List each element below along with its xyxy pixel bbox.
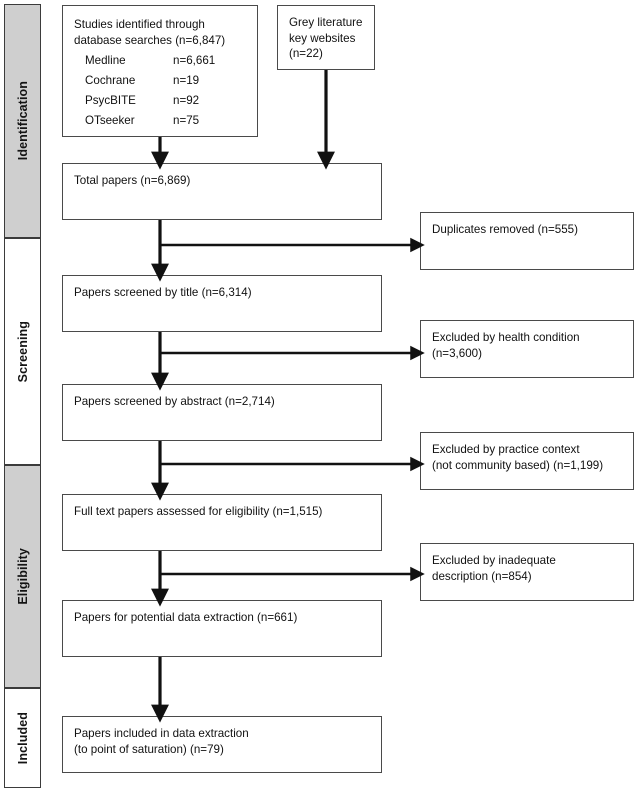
- source-name: OTseeker: [85, 114, 135, 127]
- total-papers-text: Total papers (n=6,869): [74, 174, 191, 187]
- stage-identification: Identification: [4, 4, 41, 238]
- excluded-health-condition-text: Excluded by health condition (n=3,600): [432, 331, 580, 360]
- source-count: n=92: [173, 94, 200, 107]
- box-screened-by-abstract: Papers screened by abstract (n=2,714): [62, 384, 382, 441]
- source-count: n=75: [173, 114, 200, 127]
- stage-label-identification: Identification: [15, 81, 30, 161]
- box-grey-literature: Grey literature key websites (n=22): [277, 5, 375, 70]
- excluded-practice-context-text: Excluded by practice context (not commun…: [432, 443, 604, 472]
- full-text-assessed-text: Full text papers assessed for eligibilit…: [74, 505, 323, 518]
- database-source-list: Medline n=6,661 Cochrane n=19 PsycBITE n…: [74, 51, 246, 131]
- source-count: n=6,661: [173, 54, 216, 67]
- source-count: n=19: [173, 74, 200, 87]
- excluded-inadequate-description-text: Excluded by inadequate description (n=85…: [432, 554, 556, 583]
- stage-eligibility: Eligibility: [4, 465, 41, 688]
- box-excluded-inadequate-description: Excluded by inadequate description (n=85…: [420, 543, 634, 601]
- stage-label-screening: Screening: [15, 320, 30, 383]
- source-row: PsycBITE n=92: [85, 91, 246, 111]
- source-row: Cochrane n=19: [85, 71, 246, 91]
- box-duplicates-removed: Duplicates removed (n=555): [420, 212, 634, 270]
- potential-data-extraction-text: Papers for potential data extraction (n=…: [74, 611, 298, 624]
- box-database-searches: Studies identified through database sear…: [62, 5, 258, 137]
- box-full-text-assessed: Full text papers assessed for eligibilit…: [62, 494, 382, 551]
- stage-included: Included: [4, 688, 41, 788]
- grey-literature-text: Grey literature key websites (n=22): [289, 16, 363, 60]
- source-row: OTseeker n=75: [85, 111, 246, 131]
- duplicates-removed-text: Duplicates removed (n=555): [432, 223, 578, 236]
- screened-by-abstract-text: Papers screened by abstract (n=2,714): [74, 395, 275, 408]
- stage-screening: Screening: [4, 238, 41, 465]
- box-excluded-practice-context: Excluded by practice context (not commun…: [420, 432, 634, 490]
- stage-label-included: Included: [15, 711, 30, 765]
- box-potential-data-extraction: Papers for potential data extraction (n=…: [62, 600, 382, 657]
- box-included-data-extraction: Papers included in data extraction (to p…: [62, 716, 382, 773]
- database-searches-line2: database searches (n=6,847): [74, 33, 226, 47]
- included-data-extraction-text: Papers included in data extraction (to p…: [74, 727, 249, 756]
- database-searches-line1: Studies identified through: [74, 18, 205, 31]
- source-name: Medline: [85, 54, 126, 67]
- box-total-papers: Total papers (n=6,869): [62, 163, 382, 220]
- stage-label-eligibility: Eligibility: [15, 548, 30, 605]
- box-screened-by-title: Papers screened by title (n=6,314): [62, 275, 382, 332]
- box-excluded-health-condition: Excluded by health condition (n=3,600): [420, 320, 634, 378]
- source-name: PsycBITE: [85, 94, 136, 107]
- source-name: Cochrane: [85, 74, 136, 87]
- screened-by-title-text: Papers screened by title (n=6,314): [74, 286, 252, 299]
- source-row: Medline n=6,661: [85, 51, 246, 71]
